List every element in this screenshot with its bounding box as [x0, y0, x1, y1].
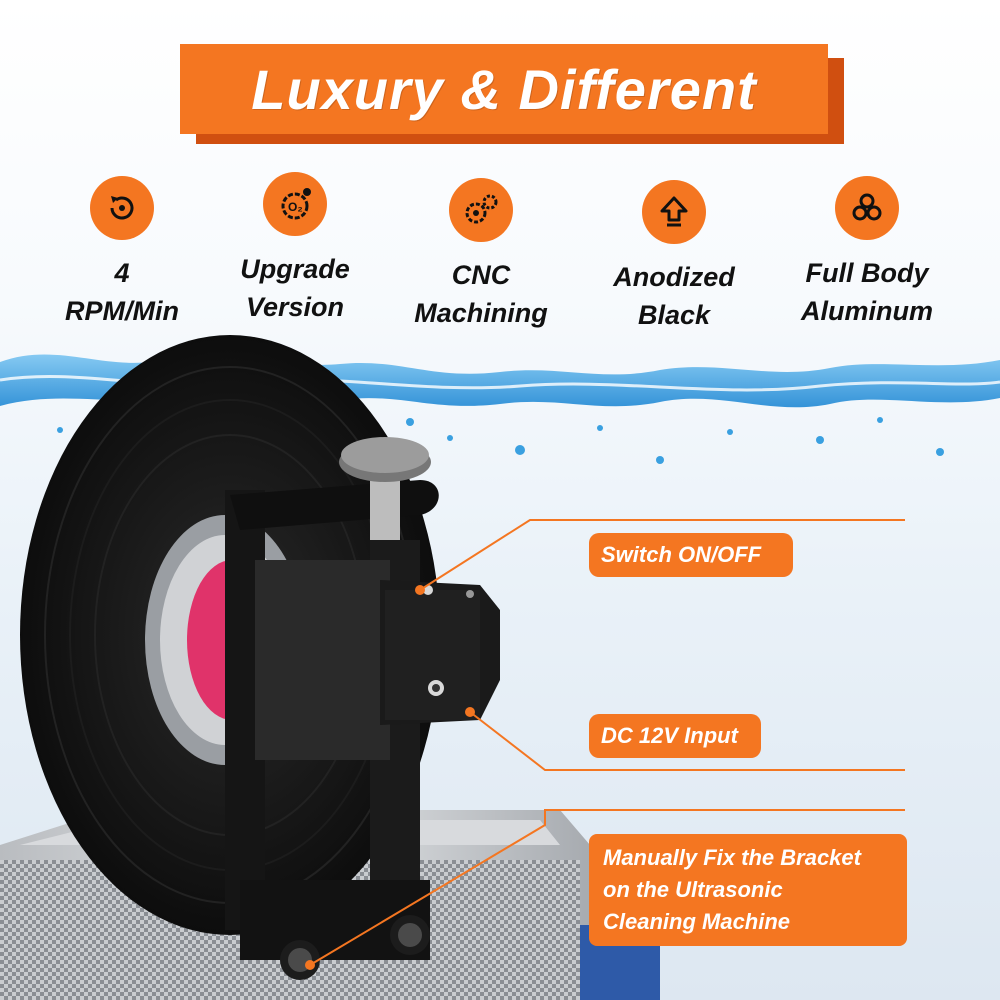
- title-banner: Luxury & Different: [180, 44, 828, 134]
- switch-callout-label: Switch ON/OFF: [601, 542, 762, 567]
- page-title: Luxury & Different: [251, 57, 757, 121]
- feature-rpm: 4 RPM/Min: [37, 176, 207, 330]
- dc-input-callout: DC 12V Input: [589, 714, 761, 758]
- upload-arrow-icon: [642, 180, 706, 244]
- svg-text:O₂: O₂: [288, 200, 303, 214]
- metal-bars-icon: [835, 176, 899, 240]
- feature-label: CNC Machining: [414, 260, 548, 328]
- bracket-callout: Manually Fix the Bracket on the Ultrason…: [589, 834, 907, 946]
- dc-input-callout-label: DC 12V Input: [601, 723, 738, 748]
- feature-anodized: Anodized Black: [589, 180, 759, 334]
- feature-cnc: CNC Machining: [396, 178, 566, 332]
- feature-label: Full Body Aluminum: [801, 258, 933, 326]
- feature-label: 4 RPM/Min: [65, 258, 179, 326]
- switch-callout: Switch ON/OFF: [589, 533, 793, 577]
- bracket-callout-label: Manually Fix the Bracket on the Ultrason…: [603, 845, 861, 934]
- cnc-gears-icon: [449, 178, 513, 242]
- feature-label: Upgrade Version: [240, 254, 350, 322]
- feature-aluminum: Full Body Aluminum: [782, 176, 952, 330]
- oxygen-gear-icon: O₂: [263, 172, 327, 236]
- rotation-icon: [90, 176, 154, 240]
- feature-upgrade: O₂ Upgrade Version: [210, 172, 380, 326]
- record-cleaner-image: [0, 335, 905, 1000]
- feature-label: Anodized Black: [613, 262, 735, 330]
